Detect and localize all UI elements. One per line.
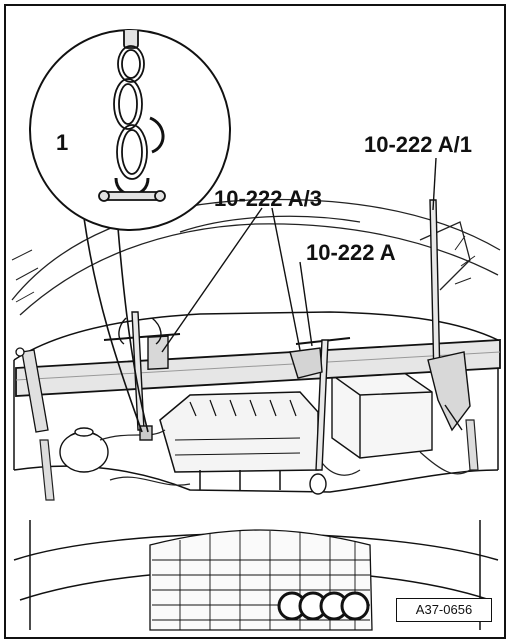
illustration-frame (4, 4, 506, 639)
callout-tool-10-222-a3: 10-222 A/3 (214, 186, 323, 211)
callout-tool-10-222-a: 10-222 A (306, 240, 396, 265)
spindle-right (289, 337, 351, 495)
engine-hoses (39, 419, 479, 501)
ring-emblem (277, 591, 370, 621)
callout-tool-10-222-a1: 10-222 A/1 (364, 132, 473, 157)
magnifier-detail (29, 29, 231, 231)
callout-item-1: 1 (56, 130, 69, 155)
figure-id-label: A37-0656 (396, 598, 492, 622)
coolant-reservoir (59, 427, 109, 473)
magnifier-pointer (83, 217, 149, 433)
raised-hood (11, 198, 501, 316)
support-leg-left (15, 347, 49, 433)
